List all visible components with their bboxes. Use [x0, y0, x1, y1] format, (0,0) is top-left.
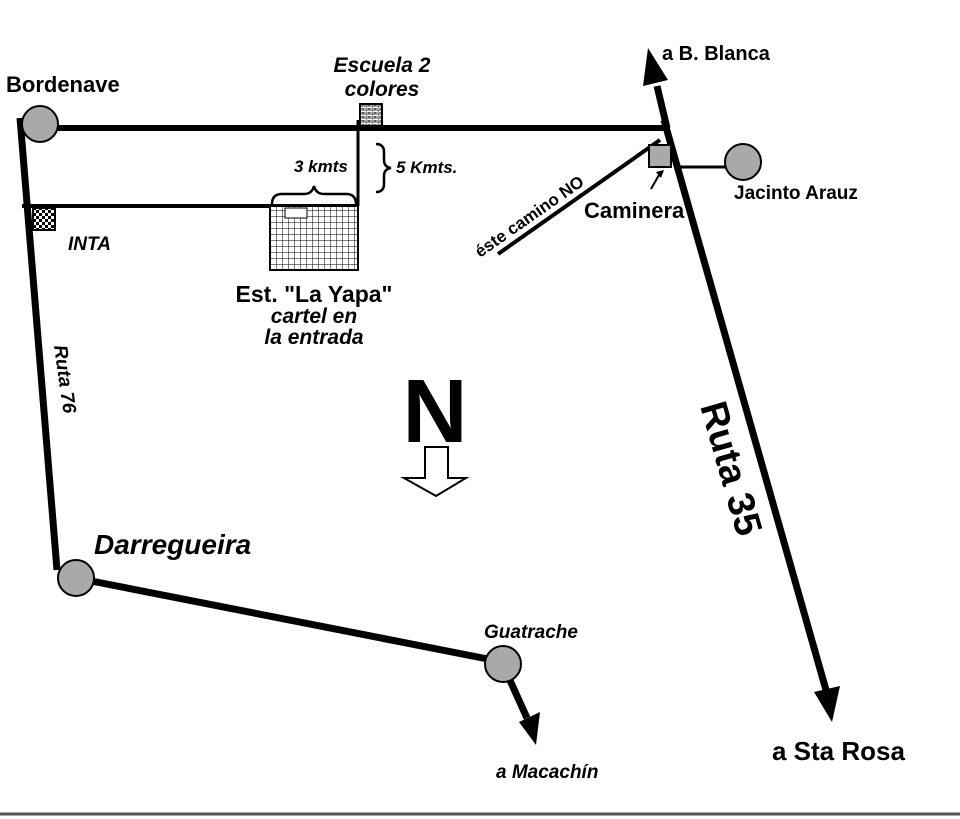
inta-marker	[32, 207, 56, 231]
estancia-la-yapa	[269, 205, 359, 271]
compass-arrow	[400, 446, 470, 498]
label-jacinto-arauz: Jacinto Arauz	[734, 183, 858, 204]
label-estancia-line2: cartel en	[271, 305, 357, 328]
caminera-marker	[648, 144, 672, 168]
arrow-b-blanca-head	[643, 48, 668, 86]
escuela-marker	[359, 103, 383, 127]
estancia-entrance	[284, 207, 308, 219]
bracket-3-kmts	[270, 185, 358, 205]
road-darregueira-guatrache	[75, 574, 504, 666]
compass: N	[400, 362, 470, 498]
town-marker-jacinto-arauz	[724, 143, 762, 181]
road-ruta-35	[660, 119, 830, 691]
label-sta-rosa: a Sta Rosa	[772, 736, 905, 766]
arrow-sta-rosa-head	[814, 686, 840, 722]
label-5-kmts: 5 Kmts.	[396, 158, 457, 177]
label-escuela-line2: colores	[345, 78, 420, 101]
label-3-kmts: 3 kmts	[294, 157, 348, 176]
arrow-macachin-head	[519, 712, 540, 745]
town-markers	[21, 105, 762, 683]
label-bordenave: Bordenave	[6, 72, 120, 97]
bracket-5-kmts	[375, 142, 392, 194]
label-guatrache: Guatrache	[484, 622, 578, 643]
label-estancia-line3: la entrada	[264, 326, 364, 349]
road-este-camino-no	[496, 138, 662, 256]
label-ruta-76: Ruta 76	[49, 344, 79, 415]
estancia-field	[269, 205, 359, 271]
label-caminera: Caminera	[584, 198, 685, 223]
compass-letter: N	[403, 362, 468, 462]
town-marker-guatrache	[484, 645, 522, 683]
label-inta: INTA	[68, 234, 111, 255]
town-marker-bordenave	[21, 105, 59, 143]
label-darregueira: Darregueira	[94, 529, 251, 560]
label-macachin: a Macachín	[496, 762, 598, 783]
label-ruta-35: Ruta 35	[691, 397, 769, 541]
label-escuela-line1: Escuela 2	[334, 54, 431, 77]
town-marker-darregueira	[57, 559, 95, 597]
label-estancia-line1: Est. "La Yapa"	[236, 281, 393, 307]
label-b-blanca: a B. Blanca	[662, 43, 771, 65]
caminera-pointer-head	[656, 170, 664, 178]
caminera-pointer	[650, 174, 660, 190]
label-este-camino-no: éste camino NO	[471, 172, 587, 261]
road-ruta-76	[16, 117, 61, 571]
